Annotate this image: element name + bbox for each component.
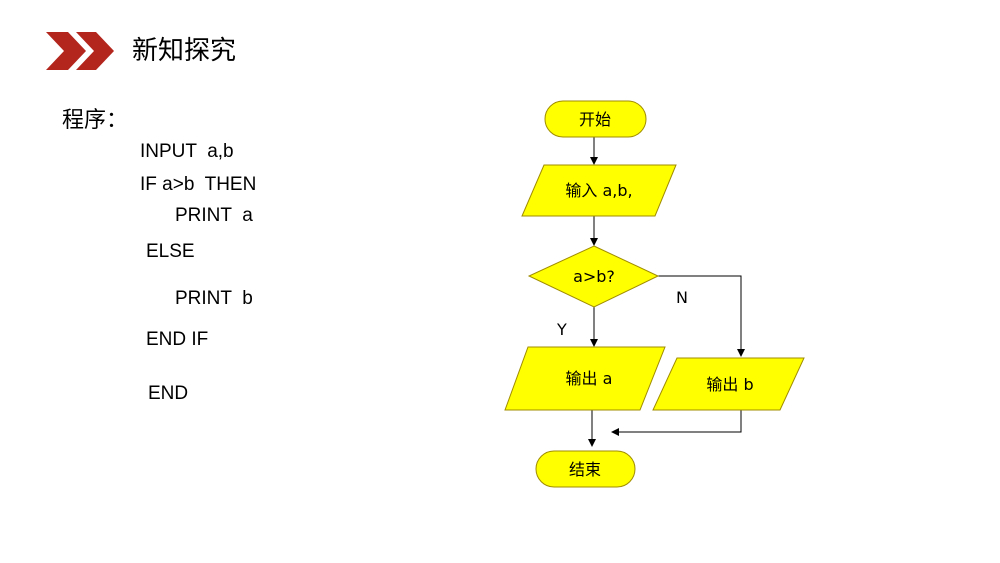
program-label: 程序：: [62, 108, 129, 133]
edge-decision-no: [658, 275, 745, 357]
code-line-if: IF a>b THEN: [140, 174, 257, 195]
input-parallelogram: [521, 164, 677, 217]
end-label: 结束: [569, 460, 601, 479]
start-label: 开始: [579, 110, 611, 129]
page-title: 新知探究: [132, 36, 237, 66]
start-terminal: [544, 100, 647, 138]
end-terminal: [535, 450, 636, 488]
code-line-print-a: PRINT a: [175, 205, 253, 226]
chevron-arrows-icon: [46, 32, 114, 70]
output-a-label: 输出 a: [566, 369, 613, 388]
decision-diamond: [527, 245, 660, 308]
code-line-end: END: [148, 383, 189, 404]
code-line-end-if: END IF: [146, 329, 209, 350]
output-b-label: 输出 b: [706, 375, 753, 394]
input-label: 输入 a,b,: [565, 181, 632, 200]
yes-label: Y: [556, 320, 567, 339]
code-line-input: INPUT a,b: [140, 141, 234, 162]
no-label: N: [676, 288, 688, 307]
code-line-else: ELSE: [146, 241, 195, 262]
output-b-parallelogram: [652, 357, 805, 411]
code-line-print-b: PRINT b: [175, 288, 253, 309]
output-a-parallelogram: [504, 346, 666, 411]
decision-label: a>b?: [573, 267, 615, 286]
edge-output-b-merge: [611, 410, 742, 436]
